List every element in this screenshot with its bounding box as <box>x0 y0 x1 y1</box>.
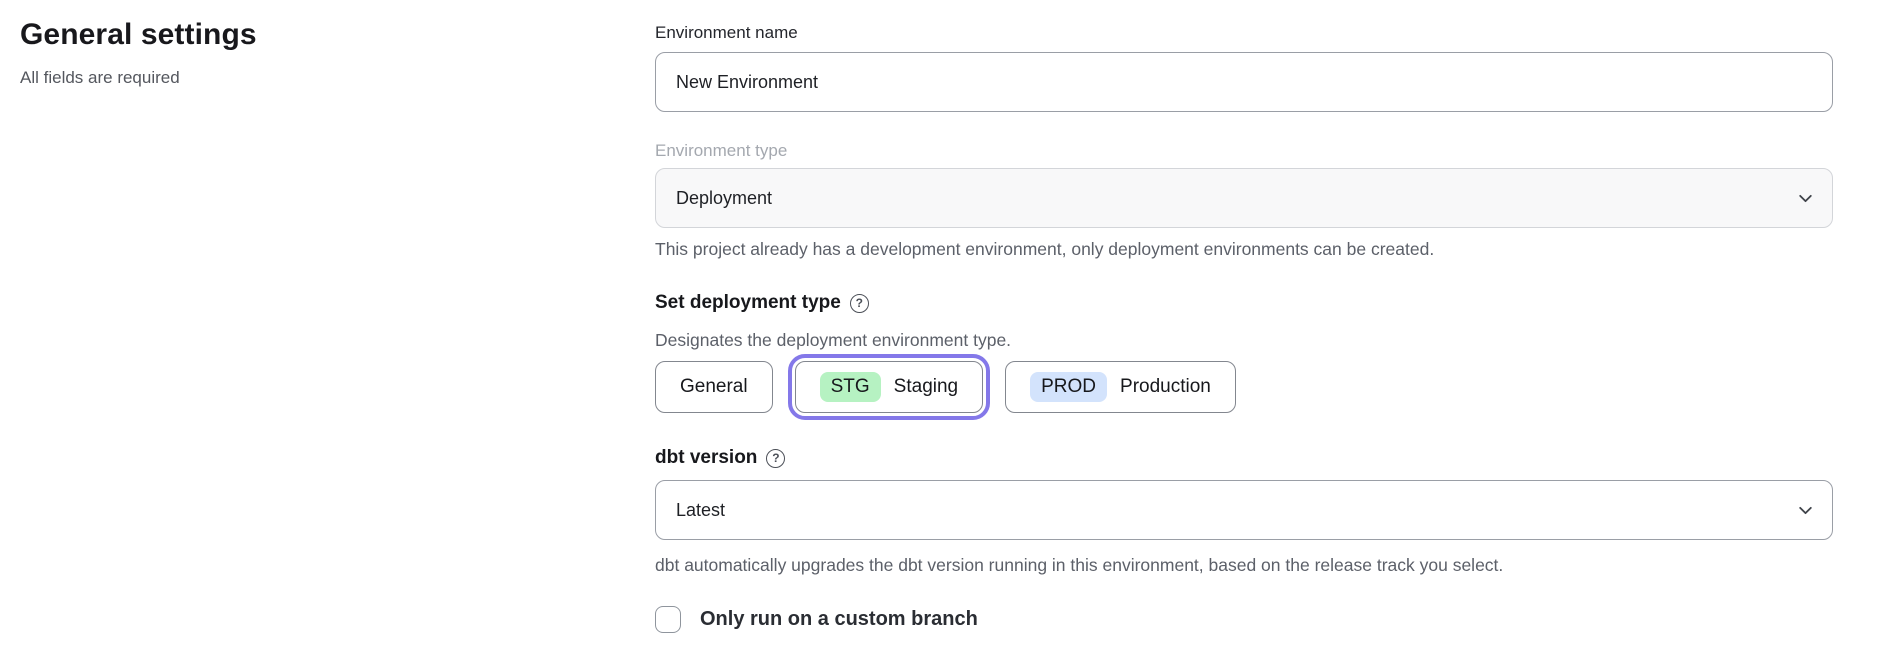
deployment-type-general-label: General <box>680 376 748 397</box>
dbt-version-heading-text: dbt version <box>655 447 758 468</box>
deployment-type-staging-label: Staging <box>893 376 959 397</box>
deployment-type-general-button[interactable]: General <box>655 361 773 413</box>
environment-type-helper: This project already has a development e… <box>655 239 1435 259</box>
custom-branch-checkbox[interactable] <box>655 606 681 633</box>
dbt-version-value: Latest <box>676 499 726 520</box>
deployment-type-production-label: Production <box>1120 376 1211 397</box>
deployment-type-options: General STG Staging PROD Production <box>655 354 1833 420</box>
dbt-version-helper: dbt automatically upgrades the dbt versi… <box>655 555 1504 575</box>
settings-form: Environment name Environment type Deploy… <box>655 0 1833 660</box>
page-title: General settings <box>20 18 257 51</box>
custom-branch-row: Only run on a custom branch <box>655 606 1833 633</box>
settings-header: General settings All fields are required <box>0 0 655 660</box>
page-subtitle: All fields are required <box>20 68 180 87</box>
production-badge: PROD <box>1030 372 1108 402</box>
chevron-down-icon <box>1799 506 1812 514</box>
dbt-version-heading: dbt version ? <box>655 447 1833 469</box>
dbt-version-select[interactable]: Latest <box>655 480 1833 540</box>
environment-type-label: Environment type <box>655 141 788 160</box>
custom-branch-label[interactable]: Only run on a custom branch <box>700 608 978 630</box>
deployment-type-description: Designates the deployment environment ty… <box>655 330 1012 350</box>
help-icon[interactable]: ? <box>849 293 869 313</box>
environment-name-input[interactable] <box>655 52 1833 112</box>
deployment-type-staging-button[interactable]: STG Staging <box>787 354 991 420</box>
help-icon[interactable]: ? <box>766 448 786 468</box>
deployment-type-heading-text: Set deployment type <box>655 292 841 313</box>
deployment-type-production-button[interactable]: PROD Production <box>1005 361 1236 413</box>
staging-badge: STG <box>819 372 881 402</box>
deployment-type-heading: Set deployment type ? <box>655 292 1833 314</box>
environment-type-select[interactable]: Deployment <box>655 168 1833 228</box>
environment-name-label: Environment name <box>655 23 798 42</box>
chevron-down-icon <box>1799 194 1812 202</box>
environment-type-value: Deployment <box>676 187 773 208</box>
